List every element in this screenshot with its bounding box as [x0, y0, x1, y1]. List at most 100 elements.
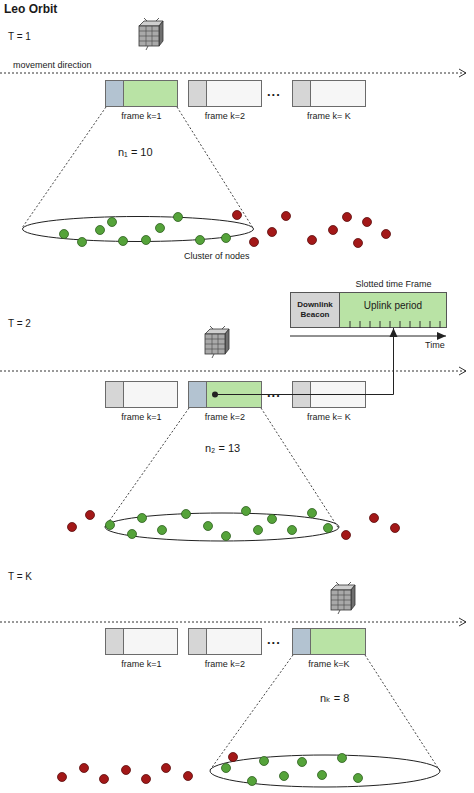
frame-label: frame k= K: [269, 412, 389, 422]
node-dot: [196, 236, 205, 245]
node-dot: [324, 524, 333, 533]
time-frame: frame k=2: [188, 381, 262, 408]
node-dot: [254, 526, 263, 535]
time-frame: frame k= K: [292, 80, 366, 107]
satellite-icon: [205, 326, 229, 358]
time-step-label: T = K: [8, 571, 32, 582]
direction-label: movement direction: [13, 60, 92, 70]
slot-tick: [420, 321, 421, 328]
connector: [262, 328, 394, 395]
node-dot: [86, 511, 95, 520]
node-dot: [233, 211, 242, 220]
node-dot: [142, 236, 151, 245]
node-dot: [382, 230, 391, 239]
coverage-line: [261, 408, 339, 529]
frame-header: [293, 81, 311, 106]
node-dot: [182, 510, 191, 519]
node-dot: [370, 514, 379, 523]
node-dot: [354, 774, 363, 783]
slot-tick: [370, 321, 371, 328]
slot-tick: [380, 321, 381, 328]
node-dot: [342, 531, 351, 540]
frame-header: [106, 382, 124, 407]
node-dot: [222, 532, 231, 541]
frame-header: [106, 629, 124, 654]
node-dot: [68, 523, 77, 532]
slot-tick: [430, 321, 431, 328]
frame-header: [293, 382, 311, 407]
uplink-period: Uplink period: [340, 292, 447, 328]
satellite-icon: [139, 18, 163, 50]
frame-label: frame k=2: [165, 412, 285, 422]
coverage-line: [177, 107, 253, 228]
frame-header: [189, 81, 207, 106]
time-frame: frame k= K: [292, 381, 366, 408]
node-dot: [156, 224, 165, 233]
frame-header: [293, 629, 311, 654]
coverage-line: [365, 655, 440, 771]
frame-label: frame k=2: [165, 659, 285, 669]
diagram-title: Leo Orbit: [4, 2, 57, 16]
leader-line: [215, 394, 262, 395]
cluster-label: Cluster of nodes: [184, 251, 250, 261]
uncovered-nodes: [58, 211, 400, 784]
node-dot: [158, 526, 167, 535]
node-dot: [96, 226, 105, 235]
node-dot: [78, 238, 87, 247]
time-frame: frame k=K: [292, 628, 366, 655]
node-dot: [106, 521, 115, 530]
node-count: n₁ = 10: [118, 146, 153, 158]
frame-header: [106, 81, 124, 106]
node-dot: [280, 772, 289, 781]
node-dot: [142, 775, 151, 784]
node-dot: [242, 507, 251, 516]
coverage-line: [22, 107, 106, 228]
slot-tick: [350, 321, 351, 328]
frame-dot: [212, 392, 218, 398]
node-dot: [222, 234, 231, 243]
node-dot: [268, 515, 277, 524]
time-step-label: T = 1: [8, 31, 31, 42]
frame-ellipsis: ...: [267, 385, 281, 400]
node-dot: [338, 754, 347, 763]
time-frame: frame k=1: [105, 628, 178, 655]
time-frame: frame k=2: [188, 628, 262, 655]
cluster-ellipse: [210, 755, 440, 787]
node-dot: [80, 764, 89, 773]
slot-tick: [390, 321, 391, 328]
node-dot: [308, 236, 317, 245]
cluster-ellipse: [22, 216, 254, 242]
node-dot: [174, 213, 183, 222]
node-dot: [343, 213, 352, 222]
node-dot: [363, 218, 372, 227]
node-dot: [298, 758, 307, 767]
cluster-ellipse: [105, 513, 339, 541]
coverage-line: [105, 408, 189, 527]
coverage-line: [210, 655, 293, 770]
orbit-line: [0, 371, 466, 372]
node-dot: [329, 226, 338, 235]
node-dot: [162, 764, 171, 773]
node-dot: [354, 239, 363, 248]
node-dot: [138, 514, 147, 523]
node-dot: [184, 772, 193, 781]
slot-tick: [360, 321, 361, 328]
node-dot: [282, 212, 291, 221]
node-dot: [391, 524, 400, 533]
node-dot: [128, 530, 137, 539]
time-frame: frame k=1: [105, 381, 178, 408]
satellite-icon: [331, 582, 355, 614]
frame-label: frame k=1: [82, 111, 201, 121]
node-dot: [108, 218, 117, 227]
node-dot: [268, 228, 277, 237]
slot-tick: [410, 321, 411, 328]
time-frame: frame k=2: [188, 80, 262, 107]
node-dot: [122, 766, 131, 775]
time-axis: [290, 336, 446, 337]
orbit-line: [0, 73, 466, 74]
node-dot: [248, 777, 257, 786]
slot-tick: [400, 321, 401, 328]
node-dot: [58, 773, 67, 782]
slot-ticks: [340, 293, 447, 329]
